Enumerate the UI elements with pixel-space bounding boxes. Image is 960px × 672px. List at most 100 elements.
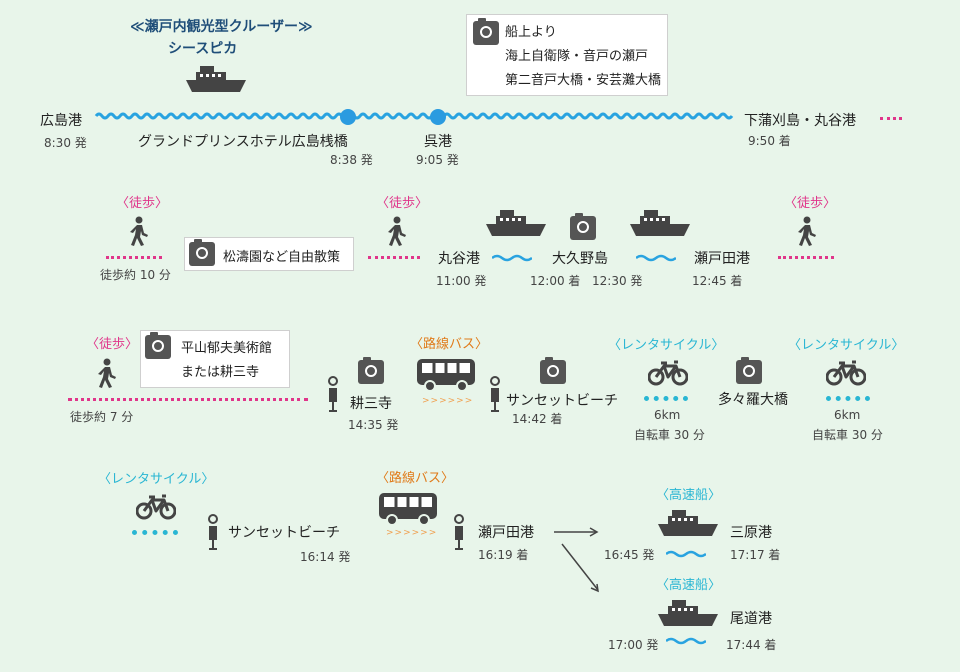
bicycle-icon bbox=[136, 494, 176, 520]
time-maruya: 11:00 発 bbox=[436, 274, 487, 288]
walk-label-1: 〈徒歩〉 bbox=[116, 196, 169, 211]
time-setoda-2: 16:19 着 bbox=[478, 548, 529, 562]
bus-label-1: 〈路線バス〉 bbox=[410, 337, 489, 352]
walk-dots-2 bbox=[368, 256, 420, 259]
port-okunojima: 大久野島 bbox=[552, 251, 608, 267]
time-fast2-dep: 17:00 発 bbox=[608, 638, 659, 652]
port-kure: 呉港 bbox=[424, 134, 452, 150]
cruiser-ship-icon bbox=[186, 64, 246, 96]
bus-chevrons: >>>>>> bbox=[422, 396, 474, 406]
walk-dots-3 bbox=[778, 256, 834, 259]
ferry-ship-icon bbox=[486, 208, 546, 240]
time-okunojima-dep: 12:30 発 bbox=[592, 274, 643, 288]
camera-icon bbox=[358, 357, 384, 384]
time-fast1-arr: 17:17 着 bbox=[730, 548, 781, 562]
walker-icon bbox=[126, 216, 150, 246]
bus-icon bbox=[416, 358, 476, 392]
time-hiroshima: 8:30 発 bbox=[44, 136, 87, 150]
bus-label-2: 〈路線バス〉 bbox=[376, 471, 455, 486]
walk-dots-1 bbox=[106, 256, 162, 259]
time-grand-prince: 8:38 発 bbox=[330, 153, 373, 167]
camera-icon bbox=[189, 239, 215, 266]
walk-label-4: 〈徒歩〉 bbox=[86, 337, 139, 352]
route-arrows bbox=[554, 527, 599, 593]
bus-stop-icon bbox=[454, 514, 464, 550]
cycle-dots-1 bbox=[644, 396, 688, 401]
rental-dist-2: 6km bbox=[834, 408, 861, 422]
port-onomichi: 尾道港 bbox=[730, 611, 772, 627]
bus-icon bbox=[378, 492, 438, 526]
wave-icon bbox=[636, 254, 676, 262]
wave-icon bbox=[666, 550, 706, 558]
onboard-line-2: 海上自衛隊・音戸の瀬戸 bbox=[505, 49, 649, 64]
fast-ship-icon bbox=[658, 508, 718, 540]
port-shimokamagari: 下蒲刈島・丸谷港 bbox=[744, 113, 856, 129]
cycle-dots-3 bbox=[132, 530, 178, 535]
time-fast1-dep: 16:45 発 bbox=[604, 548, 655, 562]
walk-note-4: 徒歩約 7 分 bbox=[70, 410, 134, 424]
port-hiroshima: 広島港 bbox=[40, 113, 82, 129]
shotoen-text: 松濤園など自由散策 bbox=[223, 250, 341, 265]
stop-dot-kure bbox=[430, 109, 446, 125]
museum-box: 平山郁夫美術館 または耕三寺 bbox=[140, 330, 290, 388]
museum-line-2: または耕三寺 bbox=[181, 365, 260, 380]
wave-icon bbox=[492, 254, 532, 262]
time-shimokamagari: 9:50 着 bbox=[748, 134, 791, 148]
walk-label-2: 〈徒歩〉 bbox=[376, 196, 429, 211]
shotoen-box: 松濤園など自由散策 bbox=[184, 237, 354, 271]
museum-line-1: 平山郁夫美術館 bbox=[181, 341, 273, 356]
rental-time-2: 自転車 30 分 bbox=[812, 428, 883, 442]
port-maruya: 丸谷港 bbox=[438, 251, 480, 267]
time-okunojima-arr: 12:00 着 bbox=[530, 274, 581, 288]
camera-icon bbox=[570, 213, 596, 240]
time-sunset: 14:42 着 bbox=[512, 412, 563, 426]
time-fast2-arr: 17:44 着 bbox=[726, 638, 777, 652]
rental-dist-1: 6km bbox=[654, 408, 681, 422]
bicycle-icon bbox=[648, 360, 688, 386]
port-grand-prince: グランドプリンスホテル広島桟橋 bbox=[138, 134, 348, 150]
walk-dots-4 bbox=[68, 398, 308, 401]
bus-stop-icon bbox=[208, 514, 218, 550]
time-setoda: 12:45 着 bbox=[692, 274, 743, 288]
cruiser-title: ≪瀬戸内観光型クルーザー≫ bbox=[130, 19, 313, 35]
onboard-line-1: 船上より bbox=[505, 25, 557, 40]
stop-dot-grand-prince bbox=[340, 109, 356, 125]
walk-connector-1 bbox=[880, 117, 902, 120]
time-kosanji: 14:35 発 bbox=[348, 418, 399, 432]
cruiser-name: シースピカ bbox=[168, 41, 238, 57]
ferry-ship-icon bbox=[630, 208, 690, 240]
time-sunset-2: 16:14 発 bbox=[300, 550, 351, 564]
camera-icon bbox=[473, 18, 499, 45]
fast-ship-icon bbox=[658, 598, 718, 630]
bus-stop-icon bbox=[328, 376, 338, 412]
walker-icon bbox=[794, 216, 818, 246]
bus-stop-icon bbox=[490, 376, 500, 412]
place-kosanji: 耕三寺 bbox=[350, 396, 392, 412]
onboard-box: 船上より 海上自衛隊・音戸の瀬戸 第二音戸大橋・安芸灘大橋 bbox=[466, 14, 668, 96]
rental-label-2: 〈レンタサイクル〉 bbox=[788, 338, 905, 353]
cycle-dots-2 bbox=[826, 396, 870, 401]
walk-note-1: 徒歩約 10 分 bbox=[100, 268, 171, 282]
wave-icon bbox=[666, 637, 706, 645]
walk-label-3: 〈徒歩〉 bbox=[784, 196, 837, 211]
port-setoda: 瀬戸田港 bbox=[694, 251, 750, 267]
camera-icon bbox=[540, 357, 566, 384]
port-setoda-2: 瀬戸田港 bbox=[478, 525, 534, 541]
place-sunset: サンセットビーチ bbox=[506, 393, 618, 409]
place-tatara: 多々羅大橋 bbox=[718, 392, 788, 408]
camera-icon bbox=[145, 332, 171, 359]
camera-icon bbox=[736, 357, 762, 384]
rental-label-3: 〈レンタサイクル〉 bbox=[98, 472, 215, 487]
rental-time-1: 自転車 30 分 bbox=[634, 428, 705, 442]
fast-ship-label-1: 〈高速船〉 bbox=[656, 488, 722, 503]
fast-ship-label-2: 〈高速船〉 bbox=[656, 578, 722, 593]
walker-icon bbox=[384, 216, 408, 246]
walker-icon bbox=[94, 358, 118, 388]
bicycle-icon bbox=[826, 360, 866, 386]
onboard-line-3: 第二音戸大橋・安芸灘大橋 bbox=[505, 73, 662, 88]
place-sunset-2: サンセットビーチ bbox=[228, 525, 340, 541]
rental-label-1: 〈レンタサイクル〉 bbox=[608, 338, 725, 353]
sea-route-line bbox=[94, 112, 734, 120]
time-kure: 9:05 発 bbox=[416, 153, 459, 167]
port-mihara: 三原港 bbox=[730, 525, 772, 541]
